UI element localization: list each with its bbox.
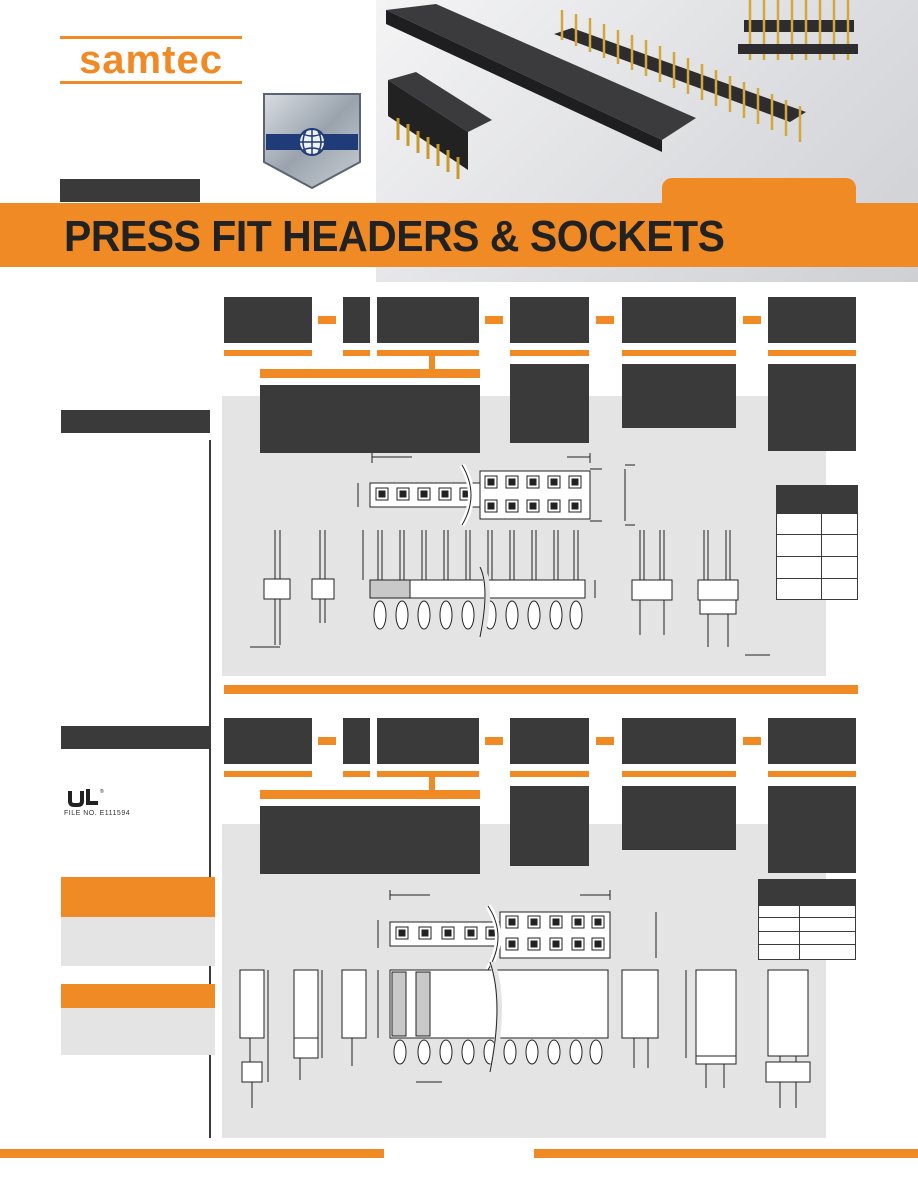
socket-option-box-3 [622,786,736,850]
header-pn-dash-2 [485,316,503,324]
title-band [0,203,918,267]
socket-option-box-1 [260,806,480,874]
header-option-box-2 [510,364,589,443]
header-pn-dash-3 [596,316,614,324]
globe-shield-badge [263,93,361,190]
section-divider [224,685,858,694]
socket-option-box-2 [510,786,589,866]
svg-text:®: ® [100,788,104,795]
page-title: PRESS FIT HEADERS & SOCKETS [64,212,725,261]
header-pn-underline-3 [377,350,479,356]
header-pn-box-4 [510,297,589,343]
ul-file-number: FILE NO. E111594 [64,810,131,817]
orange-tab [662,178,856,204]
logo-text: samtec [79,38,223,82]
section-tag [60,179,200,202]
socket-pn-connector-v [429,777,435,790]
socket-option-box-4 [768,786,856,873]
header-pn-box-5 [622,297,736,343]
header-pn-box-6 [768,297,856,343]
socket-pn-box-3 [377,718,479,764]
socket-pn-connector-h [260,790,480,799]
socket-pn-underline-5 [622,771,736,777]
socket-pn-box-5 [622,718,736,764]
socket-pn-underline-3 [377,771,479,777]
header-option-box-1 [260,385,480,453]
header-pn-box-1 [224,297,312,343]
left-callout-1-body [61,917,215,966]
header-pn-dash-4 [743,316,761,324]
socket-side-view-right [765,969,811,1108]
socket-pn-dash-4 [743,737,761,745]
socket-pn-dash-1 [318,737,336,745]
header-pn-underline-2 [343,350,370,356]
header-pn-dash-1 [318,316,336,324]
socket-pn-dash-3 [596,737,614,745]
socket-pn-box-1 [224,718,312,764]
footer-bar-right [534,1149,918,1158]
left-callout-1-head [61,877,215,917]
socket-technical-drawing [239,890,809,1108]
header-pn-underline-1 [224,350,312,356]
header-option-box-4 [768,364,856,451]
footer-bar-left [0,1149,384,1158]
header-pn-underline-4 [510,350,589,356]
left-callout-2-body [61,1008,215,1055]
socket-pn-box-6 [768,718,856,764]
samtec-logo: samtec [60,36,242,84]
left-heading-1 [61,410,210,433]
socket-pn-box-2 [343,718,370,764]
left-callout-2-head [61,984,215,1008]
header-pn-underline-5 [622,350,736,356]
socket-pn-underline-4 [510,771,589,777]
socket-pn-underline-1 [224,771,312,777]
socket-pn-dash-2 [485,737,503,745]
header-option-box-3 [622,364,736,428]
header-pn-connector-h [260,369,480,378]
socket-dimension-table [758,879,856,960]
header-technical-drawing [250,453,770,656]
header-pn-underline-6 [768,350,856,356]
socket-pn-underline-2 [343,771,370,777]
ul-recognized-icon: ® [68,788,104,807]
socket-pn-box-4 [510,718,589,764]
header-pn-box-2 [343,297,370,343]
left-divider [209,440,211,1138]
socket-pn-underline-6 [768,771,856,777]
left-heading-2 [61,726,210,749]
header-pn-connector-v [429,356,435,369]
header-dimension-table [776,485,858,600]
header-pn-box-3 [377,297,479,343]
